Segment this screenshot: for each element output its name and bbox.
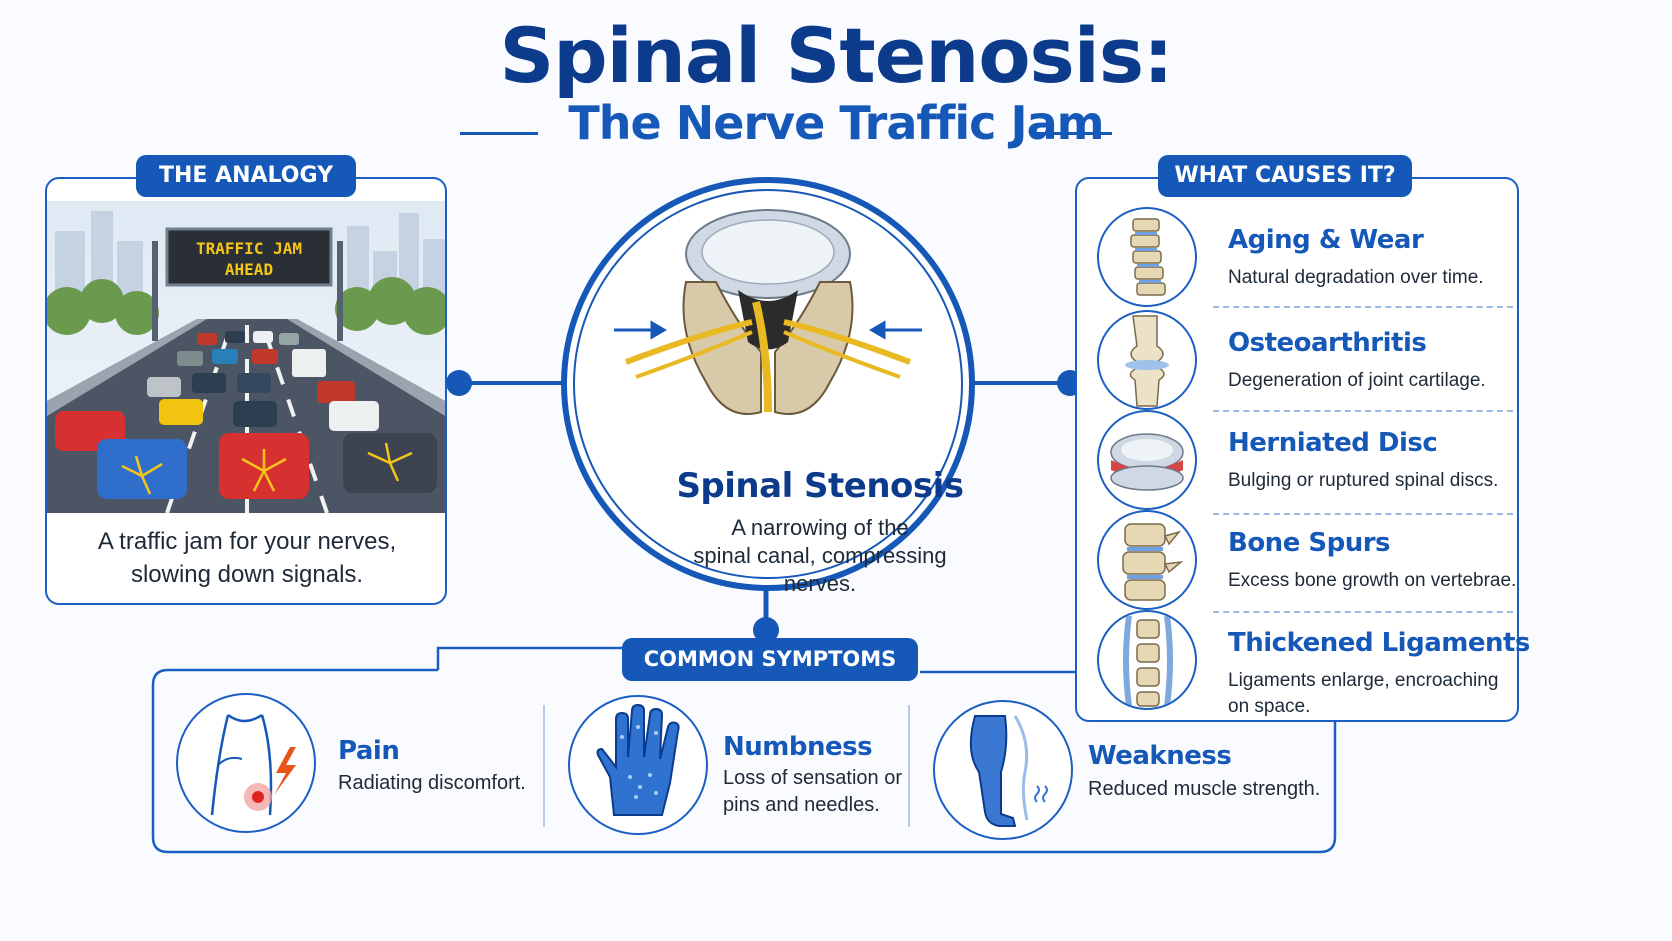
symptom-divider	[908, 705, 910, 827]
cause-separator	[1213, 410, 1513, 412]
symptoms-label: COMMON SYMPTOMS	[622, 638, 918, 681]
cause-desc: Ligaments enlarge, encroaching on space.	[1228, 670, 1499, 717]
cause-title: Herniated Disc	[1228, 428, 1438, 458]
vertebra-illustration	[624, 209, 912, 415]
center-description: A narrowing of the spinal canal, compres…	[680, 514, 960, 598]
leg-weakness-icon	[933, 700, 1073, 840]
connector-dot-left	[446, 370, 472, 396]
page-subtitle: The Nerve Traffic Jam	[568, 96, 1104, 150]
center-circle	[561, 177, 975, 591]
cause-title: Osteoarthritis	[1228, 328, 1427, 358]
hand-numbness-icon	[568, 695, 708, 835]
cause-title: Bone Spurs	[1228, 528, 1391, 558]
bone-spur-icon	[1097, 510, 1197, 610]
compression-arrows	[614, 320, 922, 340]
page-title: Spinal Stenosis:	[499, 11, 1174, 100]
ligament-icon	[1097, 610, 1197, 710]
center-desc-line2: spinal canal, compressing	[693, 543, 947, 568]
back-pain-icon	[176, 693, 316, 833]
symptom-desc-weakness: Reduced muscle strength.	[1088, 778, 1321, 800]
analogy-caption: A traffic jam for your nerves, slowing d…	[49, 525, 445, 591]
symptom-desc-pain: Radiating discomfort.	[338, 772, 526, 794]
cause-title: Thickened Ligaments	[1228, 628, 1530, 658]
analogy-label: THE ANALOGY	[136, 155, 356, 197]
cause-item-thickened-ligaments: Thickened Ligaments Ligaments enlarge, e…	[1082, 608, 1532, 717]
cause-desc: Natural degradation over time.	[1228, 267, 1484, 288]
traffic-sign	[165, 227, 333, 287]
connector-dot-bottom	[753, 617, 779, 643]
analogy-caption-line1: A traffic jam for your nerves,	[97, 528, 397, 555]
symptom-desc-numbness: Loss of sensation or pins and needles.	[723, 765, 902, 819]
cause-separator	[1213, 513, 1513, 515]
cause-title: Aging & Wear	[1228, 225, 1424, 255]
traffic-jam-illustration: TRAFFIC JAM AHEAD	[47, 201, 445, 513]
cause-item-herniated-disc: Herniated Disc Bulging or ruptured spina…	[1082, 408, 1532, 514]
analogy-panel: TRAFFIC JAM AHEAD	[45, 177, 447, 605]
disc-icon	[1097, 410, 1197, 510]
symptom-title-weakness: Weakness	[1088, 741, 1232, 771]
cause-item-aging: Aging & Wear Natural degradation over ti…	[1082, 205, 1532, 311]
center-desc-line1: A narrowing of the	[731, 515, 909, 540]
cause-desc: Bulging or ruptured spinal discs.	[1228, 470, 1499, 491]
subtitle-rule-right	[1032, 132, 1112, 135]
cause-separator	[1213, 306, 1513, 308]
center-title: Spinal Stenosis	[676, 466, 964, 506]
knee-joint-icon	[1097, 310, 1197, 410]
cause-desc: Excess bone growth on vertebrae.	[1228, 570, 1517, 591]
sign-text-line1: TRAFFIC JAM	[196, 239, 302, 258]
cause-desc: Degeneration of joint cartilage.	[1228, 370, 1486, 391]
symptom-title-pain: Pain	[338, 736, 400, 766]
causes-label: WHAT CAUSES IT?	[1158, 155, 1412, 197]
cause-item-osteoarthritis: Osteoarthritis Degeneration of joint car…	[1082, 308, 1532, 414]
cause-separator	[1213, 611, 1513, 613]
center-desc-line3: nerves.	[783, 571, 857, 596]
cause-item-bone-spurs: Bone Spurs Excess bone growth on vertebr…	[1082, 508, 1532, 614]
subtitle-rule-left	[460, 132, 538, 135]
spine-icon	[1097, 207, 1197, 307]
symptom-desc-numbness-line1: Loss of sensation or	[723, 767, 902, 789]
symptom-title-numbness: Numbness	[723, 732, 873, 762]
symptom-divider	[543, 705, 545, 827]
sign-text-line2: AHEAD	[225, 260, 273, 279]
symptom-desc-numbness-line2: pins and needles.	[723, 794, 880, 816]
analogy-caption-line2: slowing down signals.	[130, 561, 364, 588]
